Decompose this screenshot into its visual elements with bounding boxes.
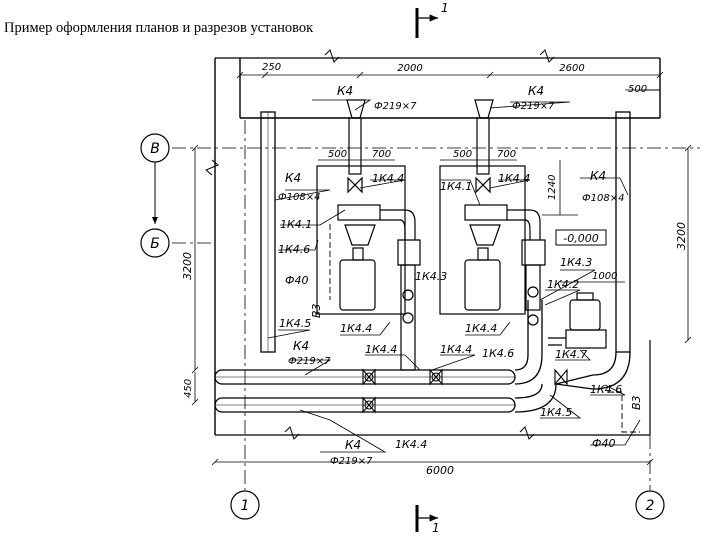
label-1k44-b: 1К4.4 (498, 172, 530, 185)
label-1k44-a: 1К4.4 (372, 172, 404, 185)
label-k4-left-diameter: Ф108×4 (278, 192, 320, 203)
equipment-unit-b (439, 99, 546, 326)
label-k4-b-diameter: Ф219×7 (512, 101, 555, 112)
label-1k41: 1К4.1 (280, 218, 312, 231)
label-1k44-d: 1К4.4 (465, 322, 497, 335)
svg-text:1: 1 (241, 498, 250, 514)
label-1k44-e: 1К4.4 (365, 343, 397, 356)
vertical-pipe-left (260, 111, 276, 353)
label-k4-bottom-diameter: Ф219×7 (288, 356, 331, 367)
svg-text:Б: Б (150, 236, 160, 252)
section-mark-top-label: 1 (441, 1, 449, 15)
label-1k45: 1К4.5 (279, 317, 311, 330)
label-b3-left: В3 (310, 303, 323, 318)
dimension-lines (191, 71, 692, 466)
label-k4-main: К4 (345, 438, 361, 452)
label-1k47: 1К4.7 (555, 348, 587, 361)
label-b3-right: В3 (630, 395, 643, 410)
axis-bubble-1: 1 (230, 490, 260, 520)
drawing-title: Пример оформления планов и разрезов уста… (4, 20, 314, 36)
section-mark-top: 1 (415, 1, 449, 38)
axis-bubble-b: Б (140, 228, 170, 258)
dim-700-b: 700 (497, 149, 516, 160)
dim-1000: 1000 (592, 271, 617, 282)
dim-6000: 6000 (426, 464, 454, 477)
section-mark-bottom-label: 1 (432, 521, 440, 535)
label-k4-b: К4 (528, 84, 544, 98)
axis-bubble-2: 2 (635, 490, 665, 520)
label-k4-left: К4 (285, 171, 301, 185)
equipment-unit-a (316, 99, 421, 371)
label-1k44-c: 1К4.4 (340, 322, 372, 335)
dim-700-a: 700 (372, 149, 391, 160)
dim-2000: 2000 (397, 63, 422, 74)
pump-unit (548, 292, 607, 349)
label-1k46: 1К4.6 (278, 243, 310, 256)
building-walls (205, 49, 661, 440)
dim-500-a: 500 (328, 149, 347, 160)
level-mark: -0,000 (555, 229, 607, 246)
valves (362, 368, 568, 414)
dim-250: 250 (262, 62, 281, 73)
label-1k43: 1К4.3 (415, 270, 447, 283)
label-k4-right: К4 (590, 169, 606, 183)
dimension-texts: 250 2000 2600 500 500 700 500 700 1240 3… (181, 62, 688, 477)
svg-text:2: 2 (646, 498, 655, 514)
label-1k44-f: 1К4.4 (440, 343, 472, 356)
label-k4-right-diameter: Ф108×4 (582, 193, 624, 204)
label-f40-right: Ф40 (592, 437, 615, 450)
label-1k45-right: 1К4.5 (540, 406, 572, 419)
vertical-pipe-right (592, 111, 631, 390)
svg-text:В: В (150, 141, 160, 157)
label-1k41-r: 1К4.1 (440, 180, 472, 193)
axis-bubble-v: В (140, 133, 170, 163)
label-1k43-right: 1К4.3 (560, 256, 592, 269)
dim-500-b: 500 (453, 149, 472, 160)
label-k4-main-diameter: Ф219×7 (330, 456, 373, 467)
dim-1240: 1240 (547, 175, 558, 200)
label-1k46-right: 1К4.6 (590, 383, 622, 396)
label-k4-bottom: К4 (293, 339, 309, 353)
section-mark-bottom: 1 (415, 505, 440, 535)
pipe-labels: К4 Ф219×7 К4 Ф219×7 К4 Ф108×4 К4 Ф108×4 … (278, 84, 643, 467)
dim-3200-right: 3200 (675, 222, 688, 250)
label-1k42: 1К4.2 (547, 278, 579, 291)
dim-450: 450 (183, 379, 194, 398)
leader-lines (267, 99, 641, 453)
dim-500-right: 500 (628, 84, 647, 95)
dim-3200-left: 3200 (181, 252, 194, 280)
water-pipes-b3 (316, 224, 640, 433)
label-1k44-bottom: 1К4.4 (395, 438, 427, 451)
label-f40-left: Ф40 (285, 274, 308, 287)
label-k4-a: К4 (337, 84, 353, 98)
label-k4-a-diameter: Ф219×7 (374, 101, 417, 112)
dim-2600: 2600 (559, 63, 584, 74)
svg-text:-0,000: -0,000 (563, 232, 598, 245)
label-1k46-b: 1К4.6 (482, 347, 514, 360)
